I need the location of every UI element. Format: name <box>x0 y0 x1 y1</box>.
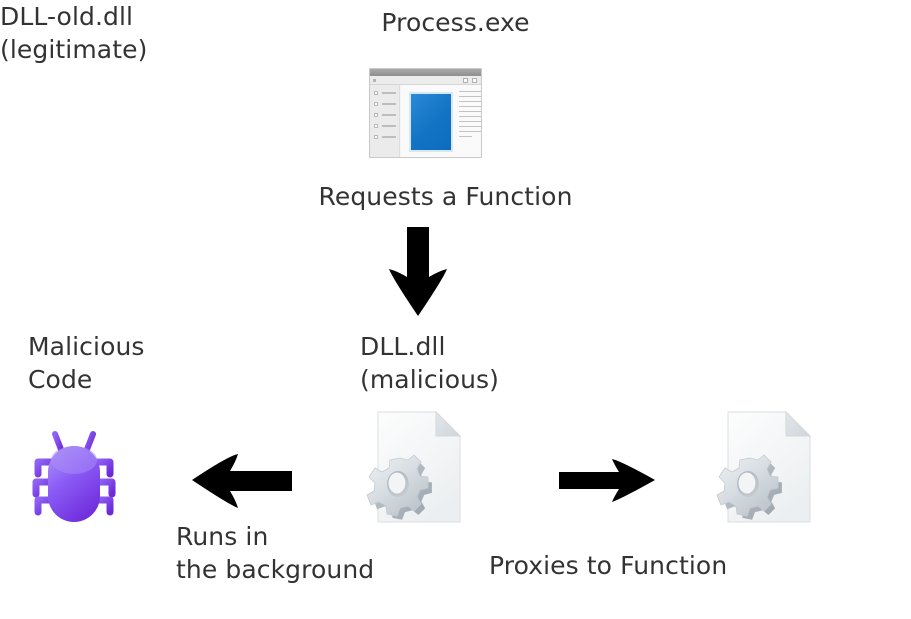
arrow-down-icon <box>389 227 447 316</box>
window-titlebar <box>370 69 481 76</box>
dll-document-gear-icon-legitimate <box>716 410 812 523</box>
process-title-label: Process.exe <box>381 8 530 37</box>
window-sidebar <box>370 85 400 157</box>
sidebar-line <box>382 92 396 94</box>
window-minimize-icon <box>463 78 468 83</box>
sidebar-square-icon <box>374 124 378 128</box>
window-content-area <box>401 85 481 157</box>
text-line <box>459 101 481 102</box>
sidebar-line <box>382 125 396 127</box>
sidebar-square-icon <box>374 91 378 95</box>
text-line <box>459 116 481 117</box>
sidebar-line <box>382 136 396 138</box>
application-window-icon <box>369 68 482 158</box>
text-line <box>459 111 481 112</box>
edge-label-runs-in-the-background: Runs in the background <box>176 522 375 584</box>
text-line <box>459 136 473 137</box>
window-maximize-icon <box>472 78 477 83</box>
node-label-dll-legitimate: DLL-old.dll (legitimate) <box>0 2 148 64</box>
text-line <box>459 131 481 132</box>
node-label-dll-malicious: DLL.dll (malicious) <box>360 332 500 394</box>
sidebar-square-icon <box>374 102 378 106</box>
sidebar-square-icon <box>374 113 378 117</box>
toolbar-dot <box>373 79 376 82</box>
text-line <box>459 106 481 107</box>
text-line <box>459 121 481 122</box>
sidebar-line <box>382 103 396 105</box>
window-toolbar <box>370 76 481 85</box>
dll-document-gear-icon-malicious <box>366 410 462 523</box>
arrow-left-icon <box>192 454 292 508</box>
text-line <box>459 96 481 97</box>
edge-label-proxies-to-function: Proxies to Function <box>489 551 728 580</box>
window-text-lines <box>459 91 481 141</box>
text-line <box>459 126 481 127</box>
text-line <box>459 91 481 92</box>
node-label-malicious-code: Malicious Code <box>28 332 145 394</box>
bug-icon <box>32 431 116 522</box>
sidebar-line <box>382 114 396 116</box>
edge-label-requests-a-function: Requests a Function <box>318 182 573 211</box>
window-image-placeholder <box>409 92 453 152</box>
sidebar-square-icon <box>374 135 378 139</box>
arrow-right-icon <box>559 459 655 502</box>
